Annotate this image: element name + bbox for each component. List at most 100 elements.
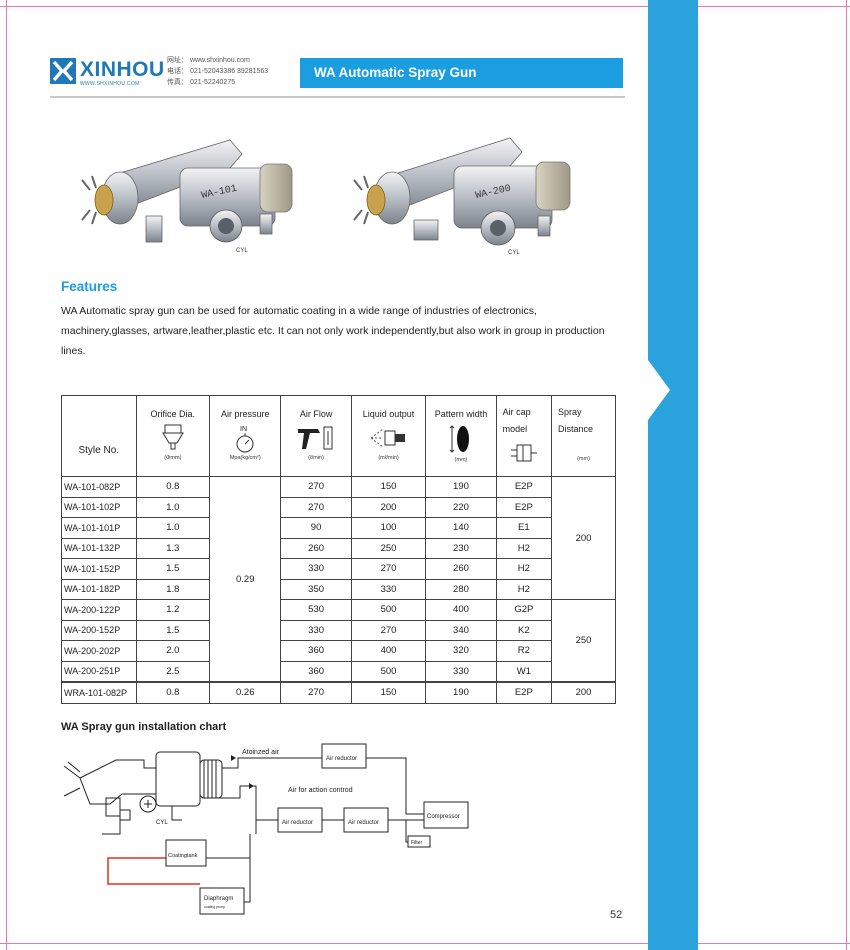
cell-pattern: 230	[425, 537, 497, 559]
header-air-flow: Air Flow (ℓ/min)	[280, 395, 352, 477]
guide-line-bottom	[0, 943, 850, 944]
table-row: WA-101-152P 1.5 330 270 260 H2	[61, 558, 616, 580]
header-air-pressure-unit: Mpa(kg/cm²)	[229, 455, 261, 461]
cell-liquid: 250	[350, 537, 427, 559]
table-row: WA-200-152P 1.5 330 270 340 K2	[61, 619, 616, 641]
air-reductor-label-left: Air reductor	[282, 820, 313, 826]
installation-diagram: CYL Atoinzed air Air for action controd …	[63, 743, 469, 915]
cell-liquid: 500	[350, 599, 427, 621]
header-pattern-width: Pattern width (mm)	[425, 395, 497, 477]
cell-distance-200: 250	[551, 599, 616, 683]
cell-cap: K2	[495, 619, 553, 641]
atomized-air-label: Atoinzed air	[242, 749, 280, 756]
wa200-cyl-label: CYL	[508, 250, 520, 256]
header-liquid-output-label: Liquid output	[362, 409, 415, 419]
cell-style: WA-101-101P	[61, 517, 137, 539]
table-row: WA-101-082P 0.8 0.29 270 150 190 E2P 200	[61, 476, 616, 683]
nozzle-icon	[161, 424, 184, 450]
cell-orifice: 1.2	[135, 599, 211, 621]
cell-style: WA-200-202P	[61, 640, 137, 662]
cell-air-flow: 360	[280, 640, 352, 662]
cell-pattern: 140	[425, 517, 497, 539]
cell-air-flow: 270	[280, 681, 352, 704]
cell-pattern: 400	[425, 599, 497, 621]
cell-liquid: 330	[350, 578, 427, 600]
table-row: WA-200-122P 1.2 530 500 400 G2P 250	[61, 599, 616, 683]
cell-liquid: 270	[350, 619, 427, 641]
coating-hose	[107, 857, 200, 885]
compressor-box	[423, 801, 469, 829]
header-spray-distance-unit: (mm)	[577, 456, 590, 462]
wa101-cyl-label: CYL	[236, 248, 248, 254]
header-pattern-width-label: Pattern width	[434, 409, 488, 419]
cell-orifice: 0.8	[135, 681, 211, 704]
cell-cap: G2P	[495, 599, 553, 621]
cell-cap: E2P	[495, 476, 553, 498]
cell-liquid: 150	[350, 681, 427, 704]
pressure-gauge-icon: IN	[236, 426, 254, 453]
guide-line-right	[846, 0, 847, 950]
header-orifice: Orifice Dia. (Φmm)	[135, 395, 211, 477]
air-reductor-label-right: Air reductor	[348, 820, 379, 826]
header-style: Style No.	[61, 395, 137, 477]
sidebar-notch	[648, 360, 670, 420]
pattern-width-icon	[449, 425, 469, 453]
cell-orifice: 2.0	[135, 640, 211, 662]
coating-tank-label: Coatingtank	[168, 853, 198, 859]
guide-line-left	[6, 0, 7, 950]
spray-gun-wa200-image: WA-200 CYL	[353, 137, 571, 256]
header-air-pressure-label: Air pressure	[220, 409, 270, 419]
spray-gun-wa101-image: WA-101 CYL	[81, 139, 293, 254]
air-cap-icon	[510, 444, 537, 462]
cell-style: WRA-101-082P	[61, 681, 137, 704]
header-orifice-label: Orifice Dia.	[150, 409, 196, 419]
cell-air-flow: 530	[280, 599, 352, 621]
features-heading: Features	[61, 279, 118, 294]
compressor-label: Compressor	[427, 814, 460, 820]
coating-tank-box	[165, 839, 207, 867]
contact-web: 网址： www.shxinhou.com	[167, 57, 250, 64]
diaphragm-pump-box	[199, 887, 245, 915]
air-reductor-label-top: Air reductor	[326, 756, 357, 762]
features-text: WA Automatic spray gun can be used for a…	[61, 305, 605, 357]
cell-liquid: 400	[350, 640, 427, 662]
cell-style: WA-101-102P	[61, 496, 137, 518]
table-row: WA-101-102P 1.0 270 200 220 E2P	[61, 496, 616, 518]
table-row: WA-101-101P 1.0 90 100 140 E1	[61, 517, 616, 539]
cell-air-pressure-group: 0.29	[209, 476, 282, 683]
page-header: XINHOU WWW.SHXINHOU.COM 网址： www.shxinhou…	[50, 55, 625, 98]
cell-pattern: 260	[425, 558, 497, 580]
cell-liquid: 100	[350, 517, 427, 539]
cell-air-flow: 360	[280, 660, 352, 683]
cell-style: WA-101-132P	[61, 537, 137, 559]
cell-cap: W1	[495, 660, 553, 683]
cell-orifice: 1.0	[135, 517, 211, 539]
contact-info: 网址： www.shxinhou.com 电话： 021-52043386 39…	[167, 55, 268, 88]
table-header-row: Style No. Orifice Dia. (Φmm) Air pressur…	[61, 395, 616, 477]
cell-pattern: 190	[425, 476, 497, 498]
cell-air-flow: 90	[280, 517, 352, 539]
table-row: WRA-101-082P 0.8 0.26 270 150 190 E2P 20…	[61, 681, 616, 704]
cell-pattern: 330	[425, 660, 497, 683]
air-reductor-box-top	[321, 743, 367, 769]
cell-air-flow: 330	[280, 558, 352, 580]
contact-phone: 电话： 021-52043386 39281563	[167, 68, 269, 75]
cell-air-flow: 330	[280, 619, 352, 641]
table-row: WA-101-132P 1.3 260 250 230 H2	[61, 537, 616, 559]
table-row: WA-200-251P 2.5 360 500 330 W1	[61, 660, 616, 683]
header-divider	[50, 96, 625, 98]
air-reductor-box-left	[277, 807, 323, 833]
brand-name: XINHOU	[80, 58, 165, 81]
header-liquid-output-unit: (mℓ/min)	[378, 455, 399, 461]
header-air-flow-label: Air Flow	[299, 409, 333, 419]
cell-orifice: 1.5	[135, 619, 211, 641]
cell-orifice: 2.5	[135, 660, 211, 683]
header-air-cap: Air cap model	[495, 395, 553, 477]
cell-pattern: 280	[425, 578, 497, 600]
cell-liquid: 150	[350, 476, 427, 498]
cell-style: WA-200-251P	[61, 660, 137, 683]
cell-pattern: 340	[425, 619, 497, 641]
header-orifice-unit: (Φmm)	[164, 455, 182, 461]
spec-table: Style No. Orifice Dia. (Φmm) Air pressur…	[61, 395, 616, 704]
arrow-marks	[231, 755, 254, 789]
